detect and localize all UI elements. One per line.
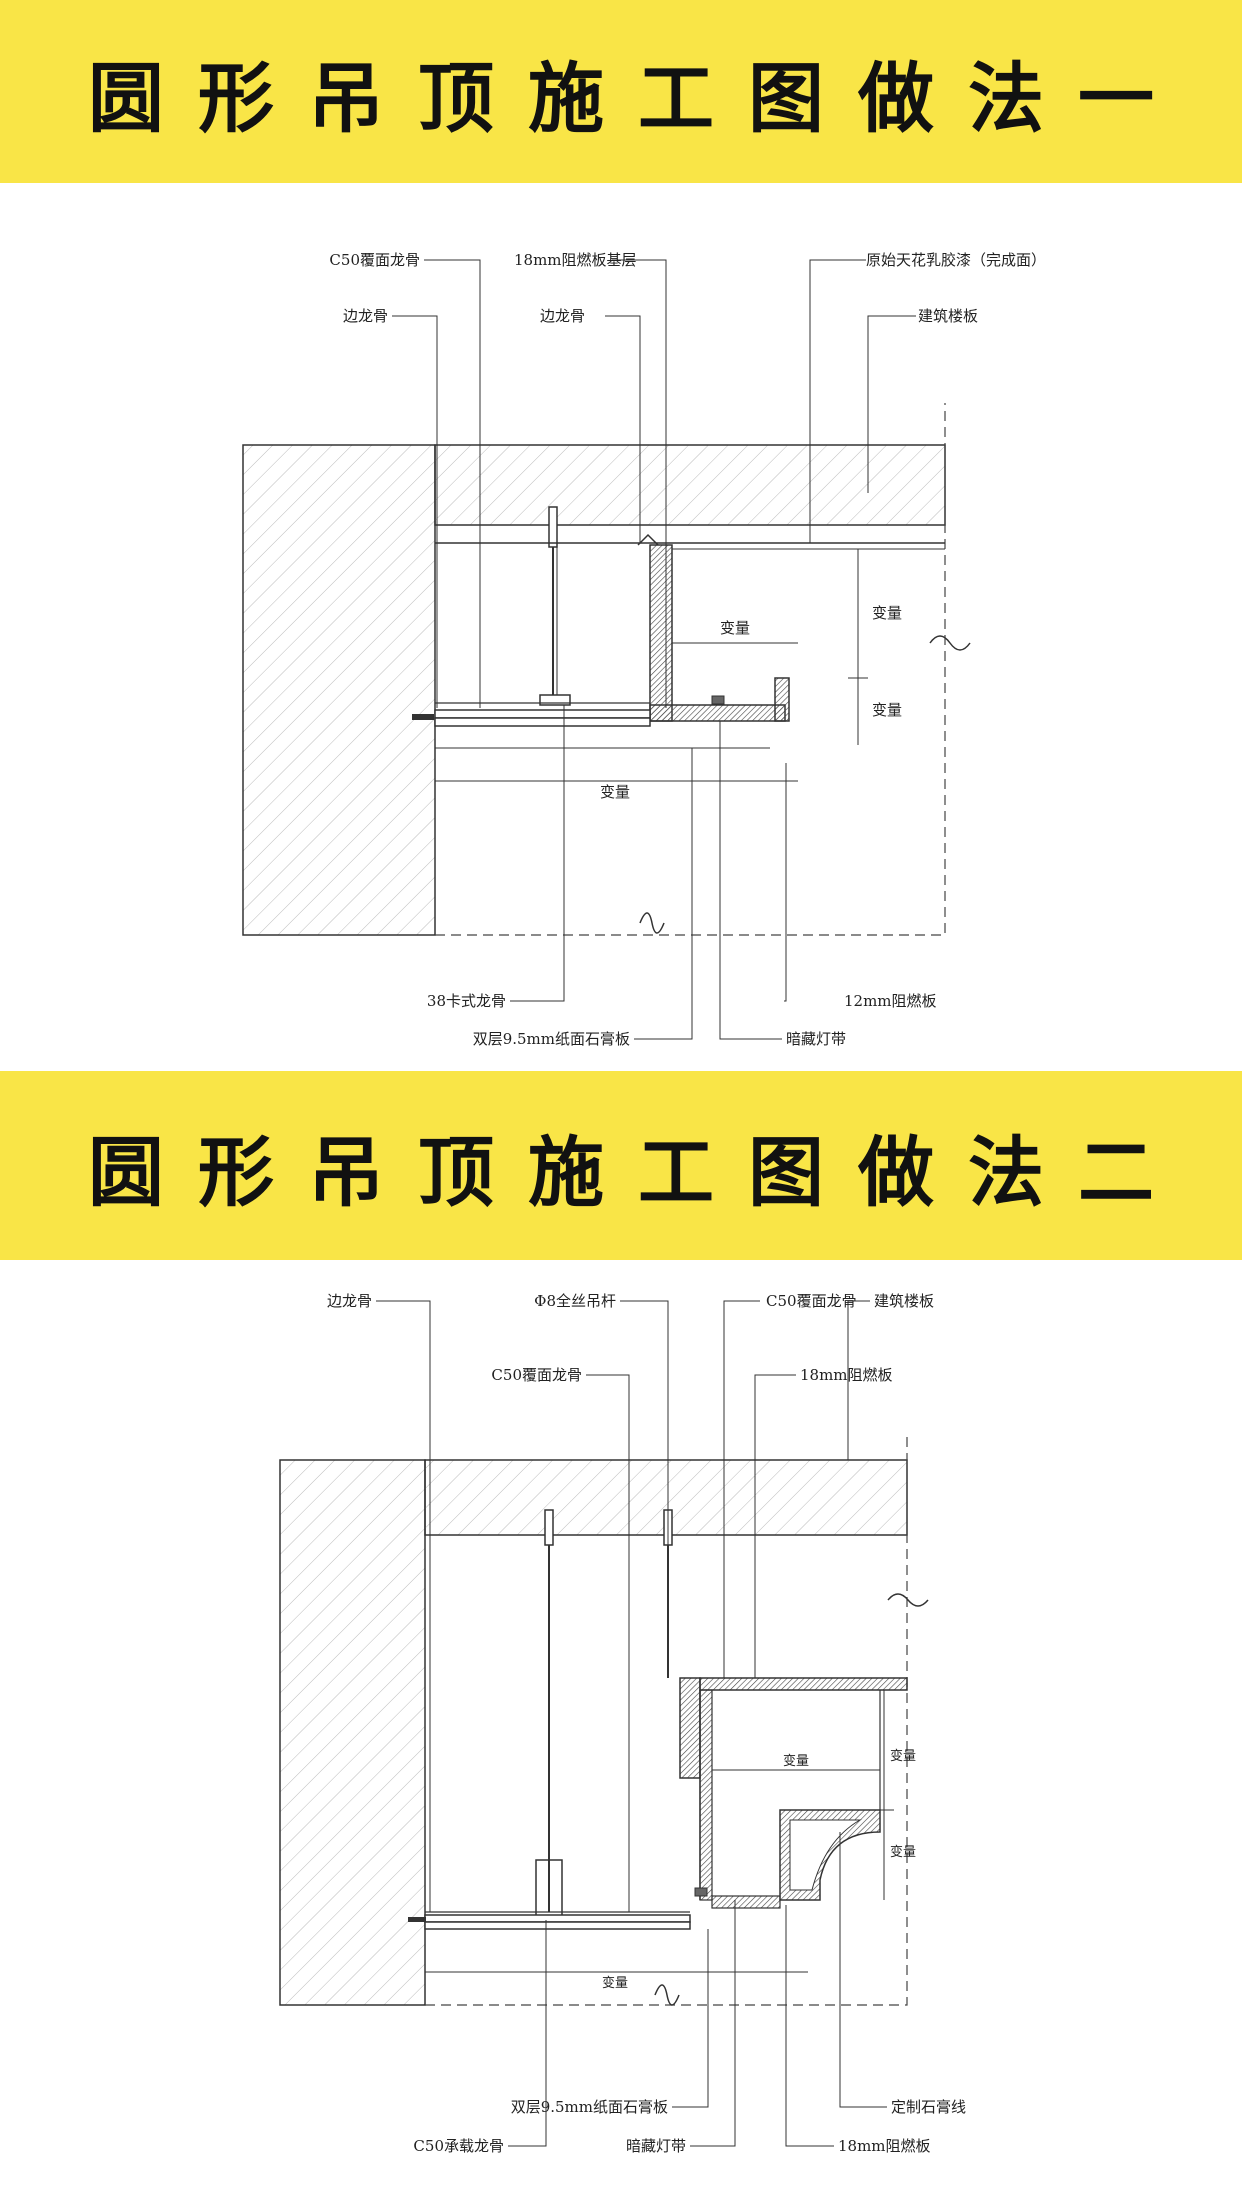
break-symbol	[654, 1984, 680, 2006]
horizontal-board-bottom	[711, 1895, 781, 1909]
hanger-bolt-1	[544, 1509, 554, 1546]
label-board-12: 12mm阻燃板	[844, 992, 937, 1010]
anchor-screw	[408, 1917, 426, 1922]
break-line	[435, 403, 946, 936]
horizontal-board	[649, 704, 786, 722]
label-variable-1: 变量	[720, 619, 750, 637]
label-hidden-light: 暗藏灯带	[786, 1030, 846, 1048]
section-1-banner: 圆形吊顶施工图做法一	[0, 0, 1242, 183]
label-variable-1: 变量	[783, 1753, 809, 1769]
floor-slab	[434, 444, 946, 526]
label-side-keel-left: 边龙骨	[343, 307, 388, 325]
label-custom-gypsum-line: 定制石膏线	[891, 2098, 966, 2116]
label-variable-4: 变量	[602, 1975, 628, 1991]
gypsum-board-1	[434, 709, 651, 719]
label-board-18-bottom: 18mm阻燃板	[838, 2137, 931, 2155]
label-rod-8: Φ8全丝吊杆	[534, 1292, 616, 1310]
break-symbol	[929, 635, 971, 651]
label-side-keel-mid: 边龙骨	[540, 307, 585, 325]
vertical-board-inner	[699, 1689, 713, 1901]
ceiling-section-drawing-1: C50覆面龙骨 18mm阻燃板基层 原始天花乳胶漆（完成面） 边龙骨 边龙骨 建…	[242, 251, 1046, 1048]
label-c50-cover-keel: C50覆面龙骨	[329, 251, 420, 269]
label-variable-2: 变量	[872, 604, 902, 622]
label-side-keel: 边龙骨	[327, 1292, 372, 1310]
gypsum-board-1	[424, 1914, 691, 1923]
label-hidden-light: 暗藏灯带	[626, 2137, 686, 2155]
section-1-title: 圆形吊顶施工图做法一	[88, 53, 1188, 143]
wall-left	[279, 1459, 426, 2006]
leader-lines	[376, 1300, 887, 2147]
label-floor-slab: 建筑楼板	[918, 307, 978, 325]
led-strip	[711, 695, 725, 705]
wall-left	[242, 444, 436, 936]
label-c50-cover-keel-mid: C50覆面龙骨	[491, 1366, 582, 1384]
label-c50-load-keel: C50承载龙骨	[413, 2137, 504, 2155]
vertical-board-upper	[679, 1677, 701, 1779]
label-gypsum-double: 双层9.5mm纸面石膏板	[473, 1030, 630, 1048]
anchor-screw	[412, 714, 434, 720]
break-symbol	[887, 1593, 929, 1607]
break-symbol	[639, 912, 665, 934]
label-clip-keel: 38卡式龙骨	[427, 992, 506, 1010]
label-original-latex: 原始天花乳胶漆（完成面）	[866, 251, 1046, 269]
label-variable-2: 变量	[890, 1748, 916, 1764]
gypsum-board-2	[434, 717, 651, 727]
label-board-18-top: 18mm阻燃板	[800, 1366, 893, 1384]
label-variable-3: 变量	[890, 1844, 916, 1860]
section-2-title: 圆形吊顶施工图做法二	[88, 1127, 1188, 1217]
label-variable-3: 变量	[872, 701, 902, 719]
break-line	[425, 1435, 908, 2006]
label-variable-4: 变量	[600, 783, 630, 801]
label-floor-slab: 建筑楼板	[874, 1292, 934, 1310]
section-2-banner: 圆形吊顶施工图做法二	[0, 1071, 1242, 1260]
label-gypsum-double: 双层9.5mm纸面石膏板	[511, 2098, 668, 2116]
horizontal-board-top	[699, 1677, 908, 1691]
label-c50-cover-keel-top: C50覆面龙骨	[766, 1292, 857, 1310]
board-lip	[774, 677, 790, 722]
hanger-bolt	[548, 506, 558, 548]
ceiling-section-drawing-2: 边龙骨 Φ8全丝吊杆 C50覆面龙骨 建筑楼板 C50覆面龙骨 18mm阻燃板 …	[279, 1292, 966, 2155]
label-board-base: 18mm阻燃板基层	[514, 251, 637, 269]
leader-lines	[392, 259, 916, 1040]
gypsum-board-2	[424, 1921, 691, 1930]
vertical-board	[649, 544, 673, 722]
led-strip	[694, 1887, 708, 1897]
